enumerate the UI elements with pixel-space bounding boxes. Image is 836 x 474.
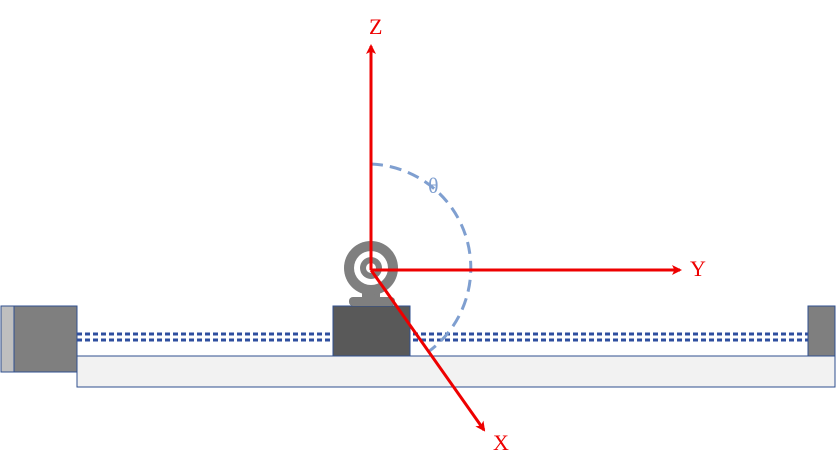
x-axis-label: X (493, 430, 509, 455)
y-axis-label: Y (690, 256, 706, 281)
rail-base (76, 355, 836, 388)
theta-label: θ (428, 173, 439, 198)
x-axis (369, 269, 486, 432)
right-end-block (807, 305, 836, 357)
z-axis-label: Z (369, 14, 382, 39)
lead-screw (77, 332, 808, 342)
theta-arc (370, 162, 473, 354)
left-motor (0, 305, 78, 373)
carriage (332, 305, 411, 357)
